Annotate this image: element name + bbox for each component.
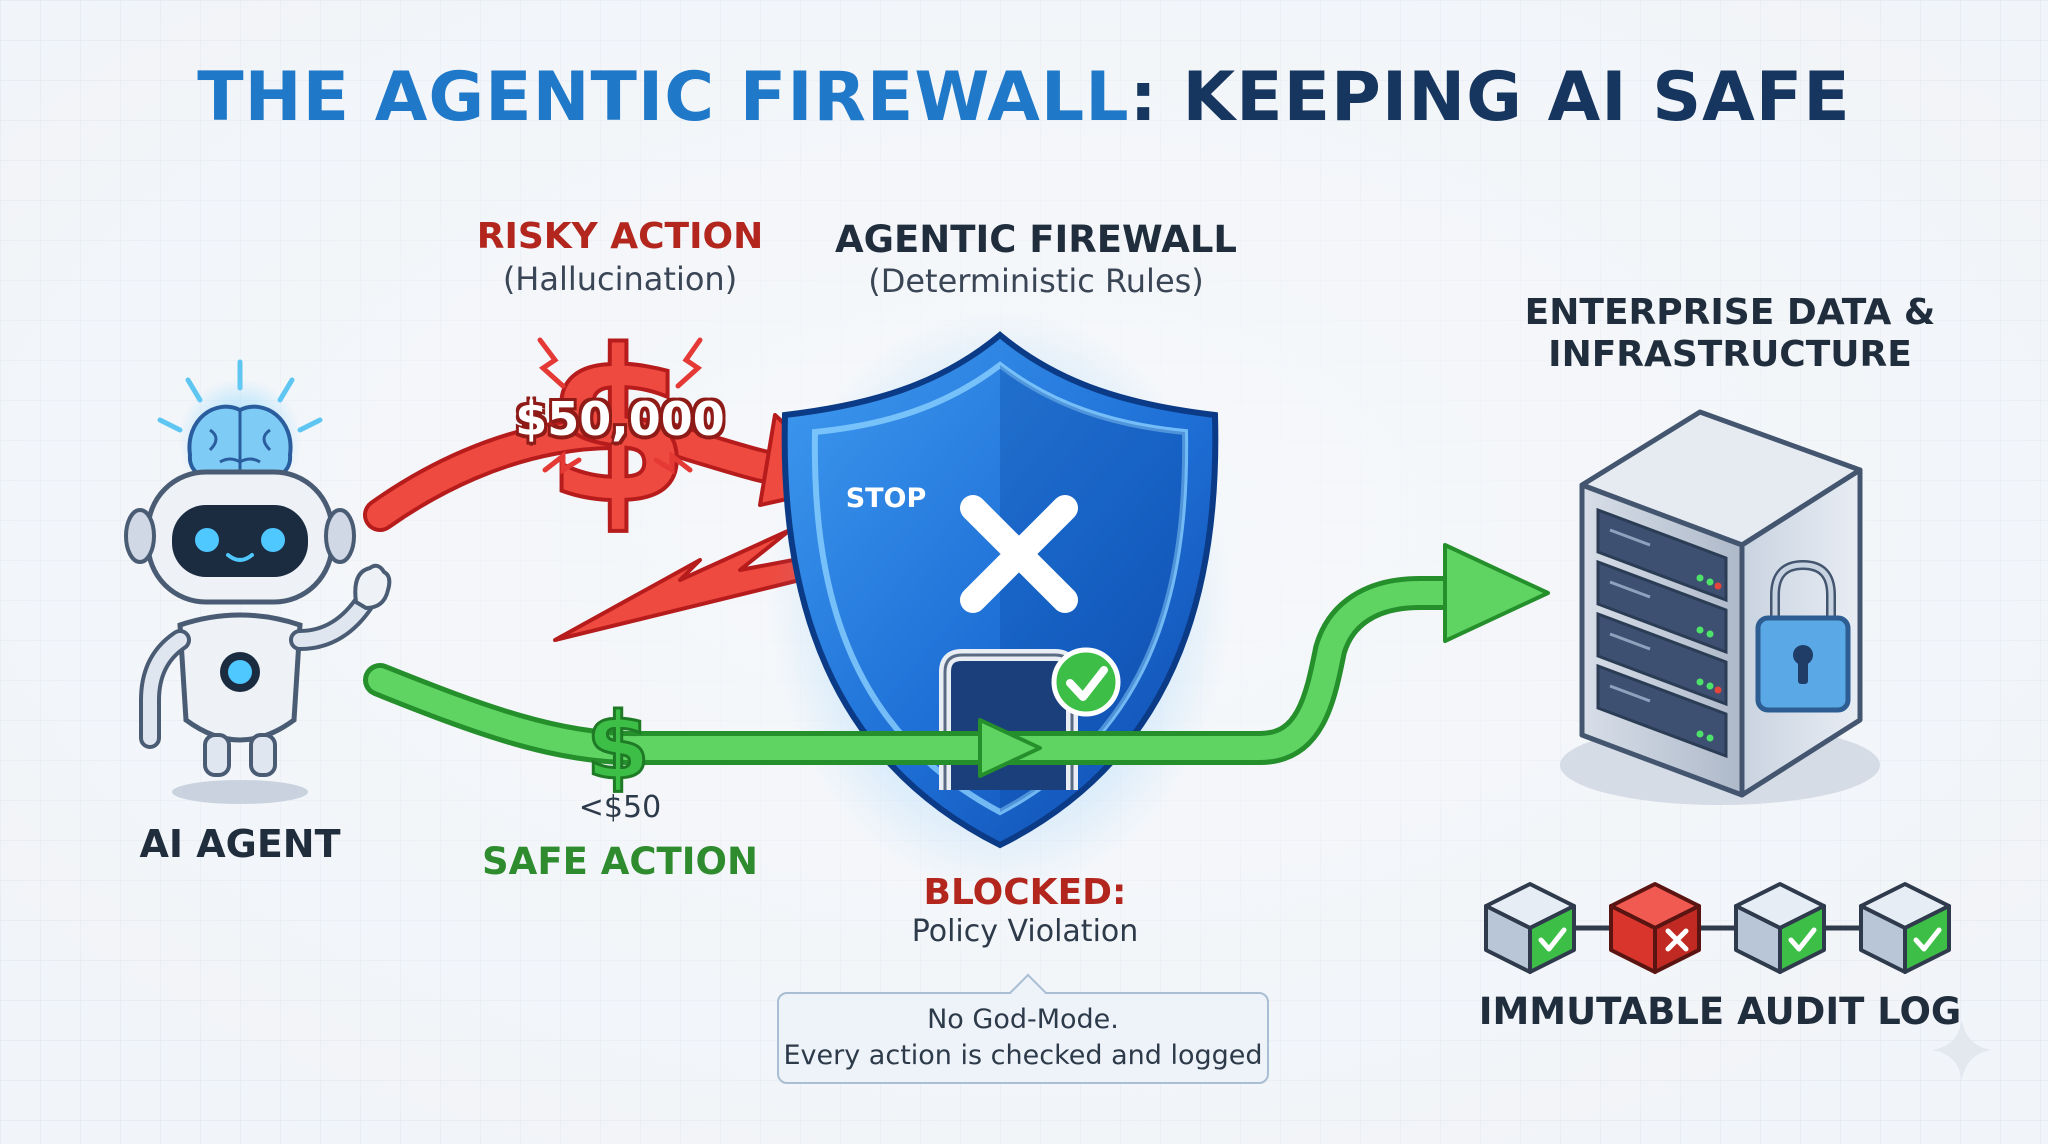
audit-block-1 (1484, 882, 1576, 974)
padlock-icon (1755, 559, 1851, 713)
note-line-2: Every action is checked and logged (783, 1040, 1263, 1071)
risky-action-label: RISKY ACTION (476, 216, 764, 257)
brain-icon (187, 404, 293, 483)
title-part-2: : KEEPING AI SAFE (1129, 58, 1851, 137)
audit-block-3 (1734, 882, 1826, 974)
enterprise-line-2: INFRASTRUCTURE (1548, 334, 1912, 375)
x-icon (1665, 928, 1689, 952)
check-icon (1913, 927, 1942, 952)
safe-amount: <$50 (578, 790, 662, 825)
svg-text:$: $ (545, 305, 691, 550)
enterprise-line-1: ENTERPRISE DATA & (1524, 292, 1936, 333)
check-icon (1788, 927, 1817, 952)
risky-amount: $50,000 (515, 392, 725, 446)
page-title: THE AGENTIC FIREWALL: KEEPING AI SAFE (0, 58, 2048, 137)
shield-icon (770, 310, 1230, 890)
blocked-label: BLOCKED: (923, 872, 1127, 913)
svg-text:$: $ (586, 693, 650, 800)
blocked-sub: Policy Violation (911, 914, 1139, 949)
firewall-sub: (Deterministic Rules) (868, 262, 1204, 300)
firewall-label: AGENTIC FIREWALL (834, 218, 1238, 261)
audit-log-label: IMMUTABLE AUDIT LOG (1478, 990, 1962, 1033)
audit-block-4 (1859, 882, 1951, 974)
robot-icon (124, 359, 392, 804)
title-part-1: THE AGENTIC FIREWALL (197, 58, 1130, 137)
stop-sign-text: STOP (845, 483, 927, 514)
safe-dollar-icon: $ (584, 692, 651, 802)
check-icon (1051, 647, 1121, 717)
check-icon (1538, 927, 1567, 952)
safe-action-arrow (363, 543, 1550, 778)
sparkle-icon (1932, 1020, 1992, 1080)
audit-block-2 (1609, 882, 1701, 974)
ai-agent-label: AI AGENT (139, 822, 341, 866)
note-line-1: No God-Mode. (927, 1004, 1119, 1035)
dollar-icon: $ (537, 303, 703, 552)
server-icon (1560, 409, 1880, 805)
risky-action-sub: (Hallucination) (502, 260, 738, 298)
enterprise-label: ENTERPRISE DATA &INFRASTRUCTURE (1450, 292, 2010, 376)
safe-action-label: SAFE ACTION (482, 840, 758, 883)
callout-note: No God-Mode. Every action is checked and… (777, 973, 1269, 1084)
x-icon (960, 495, 1078, 613)
